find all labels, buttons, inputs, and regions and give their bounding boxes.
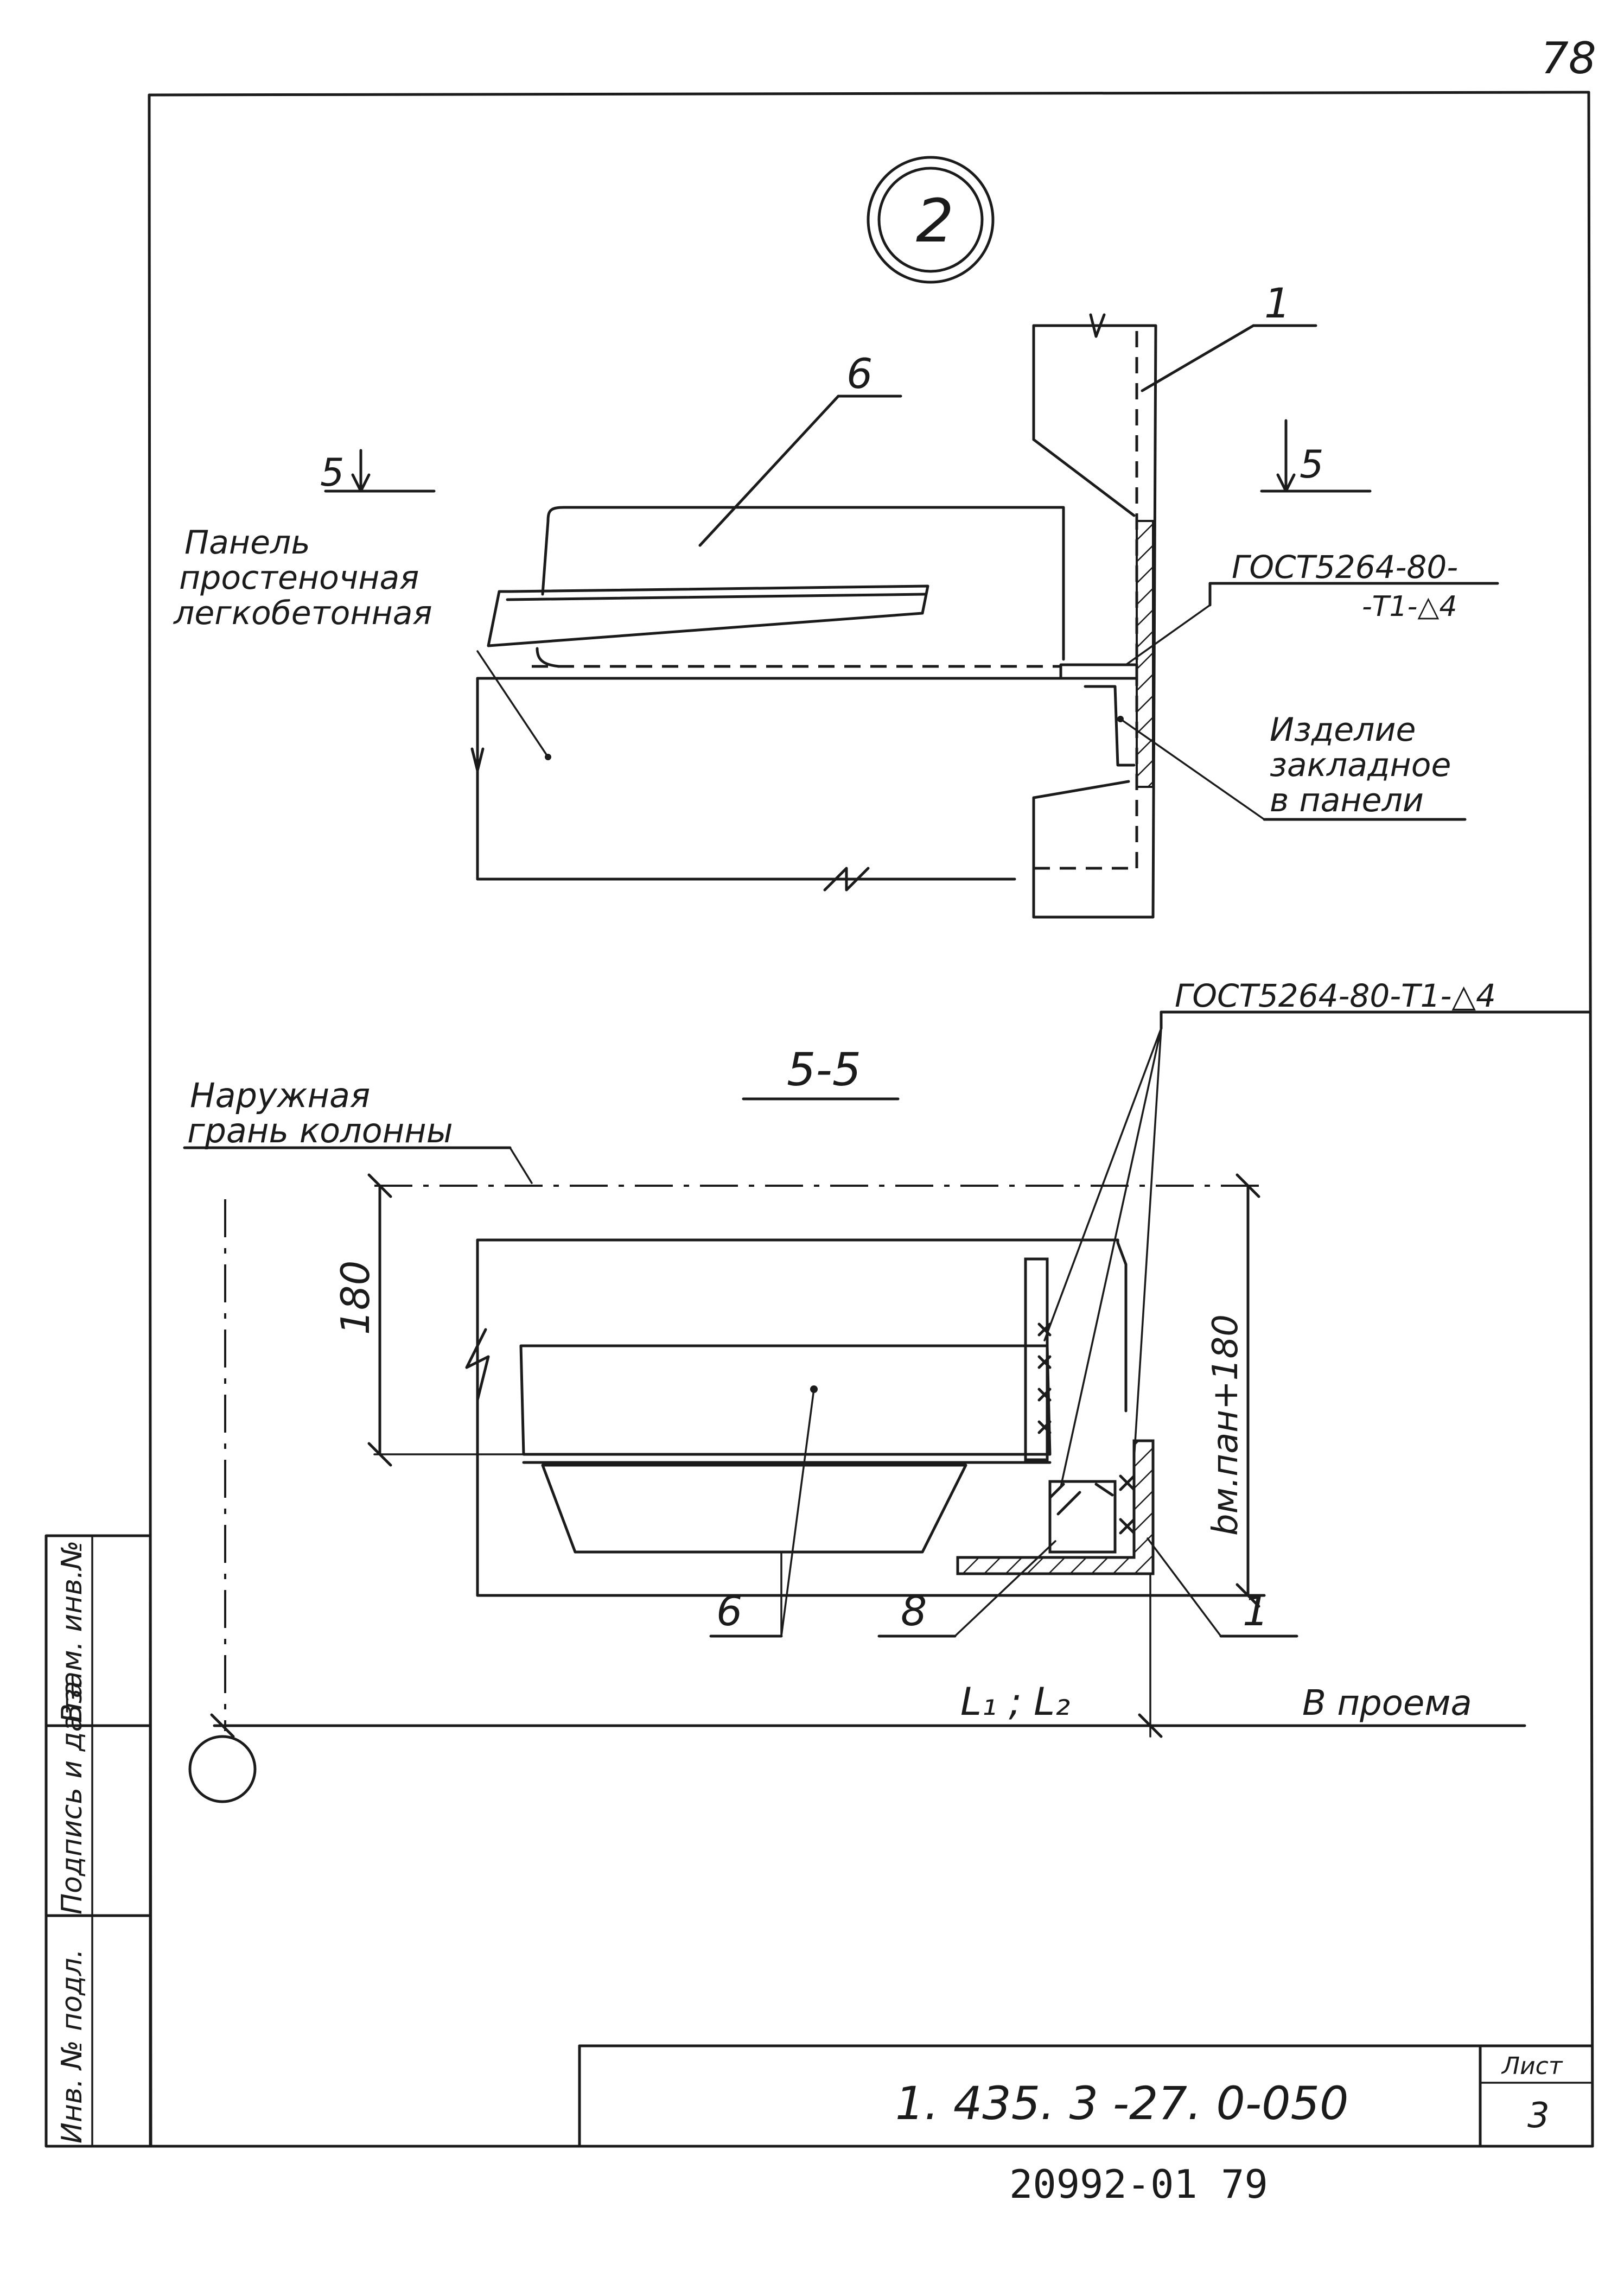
embed-label-line2: закладное (1270, 746, 1451, 784)
section-mark-left: 5 (320, 450, 345, 495)
detail-marker: 2 (867, 156, 995, 284)
dim-180: 180 (333, 1261, 378, 1335)
section-title: 5-5 (787, 1043, 861, 1096)
stamp-cell-sign-date: Подпись и дата (56, 1681, 88, 1915)
panel-label-line2: простеночная (179, 559, 419, 597)
weld-note-lower: ГОСТ5264-80-Т1-△4 (1175, 977, 1496, 1014)
upper-view: 5 5 6 1 Панель простеночная легкобетонна… (173, 279, 1499, 919)
detail-marker-number: 2 (916, 186, 954, 256)
dim-L1-L2: L₁ ; L₂ (960, 1680, 1070, 1724)
archive-number: 20992-01 79 (1009, 2161, 1268, 2207)
label-item-6-upper: 6 (846, 349, 872, 398)
label-item-1-upper: 1 (1264, 279, 1290, 327)
stamp-cell-original: Инв. № подл. (56, 1949, 88, 2144)
side-stamp: Взам. инв.№ Подпись и дата Инв. № подл. (44, 1534, 152, 2148)
sheet-number: 3 (1527, 2096, 1550, 2136)
corner-page-number: 78 (1541, 33, 1596, 84)
panel-label-line1: Панель (184, 524, 310, 562)
panel-label-line3: легкобетонная (173, 594, 432, 632)
embed-label-line3: в панели (1270, 781, 1424, 819)
face-label-line1: Наружная (190, 1076, 370, 1115)
weld-note-upper-line1: ГОСТ5264-80- (1232, 549, 1458, 586)
dim-panel-width: bм.пан+180 (1206, 1314, 1246, 1536)
embed-label-line1: Изделие (1270, 711, 1416, 749)
weld-note-upper-line2: -Т1-△4 (1362, 590, 1457, 623)
label-item-1-section: 1 (1243, 1587, 1269, 1635)
drawing-designation: 1. 435. 3 -27. 0-050 (895, 2077, 1348, 2130)
section-mark-right: 5 (1300, 442, 1324, 487)
stamp-cell-replace: Взам. инв.№ (56, 1540, 88, 1723)
dim-opening: В проема (1302, 1683, 1472, 1723)
label-item-6-section: 6 (716, 1587, 742, 1635)
label-item-8-section: 8 (901, 1587, 927, 1635)
sheet-label: Лист (1501, 2052, 1563, 2080)
face-label-line2: грань колонны (187, 1111, 453, 1150)
title-block: 1. 435. 3 -27. 0-050 Лист 3 (578, 2044, 1593, 2148)
section-view: 5-5 180 bм.пан+180 (183, 977, 1591, 1803)
